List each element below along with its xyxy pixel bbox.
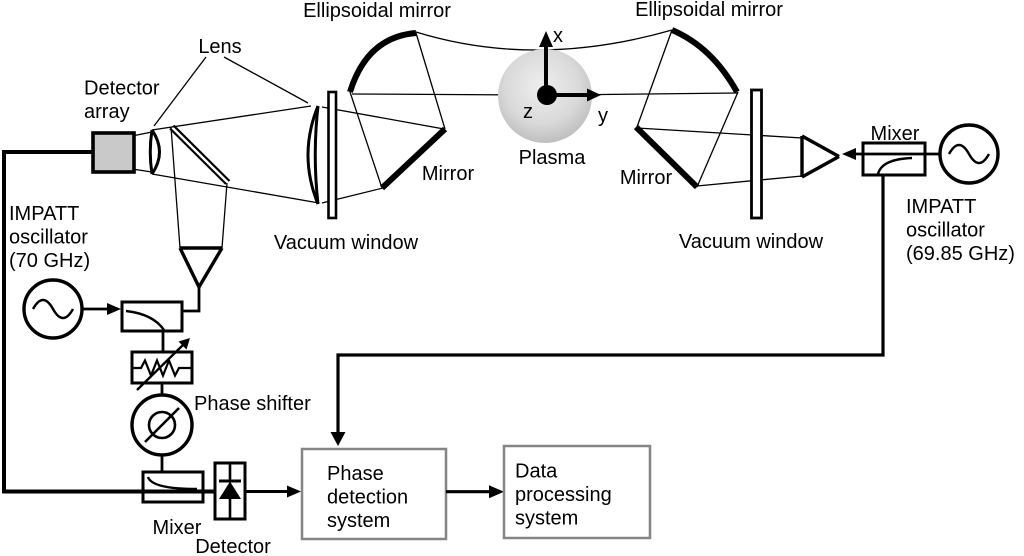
mixer-bottom-symbol <box>141 470 205 504</box>
y-axis-arrowhead <box>587 88 601 102</box>
label-vacuum-window-right: Vacuum window <box>679 231 824 253</box>
ellipsoidal-mirror-left <box>347 30 417 93</box>
label-ellipsoidal-mirror-right: Ellipsoidal mirror <box>635 0 783 21</box>
mixer-to-phase-detection-wire <box>330 175 885 446</box>
impatt-oscillator-right-symbol <box>938 123 1000 185</box>
directional-coupler-left <box>120 300 184 333</box>
resistor-zigzag-icon <box>132 357 192 379</box>
label-phase-detection-system: Phase detection system <box>327 463 414 532</box>
origin-dot <box>537 85 557 105</box>
diode-triangle-icon <box>219 481 241 499</box>
lo-reference-wire <box>2 150 215 494</box>
horn-antenna-left <box>178 246 224 288</box>
label-axis-y: y <box>598 105 608 127</box>
flat-mirror-right <box>633 124 700 190</box>
label-detector: Detector <box>195 536 271 556</box>
large-lens <box>306 105 320 205</box>
label-phase-shifter: Phase shifter <box>194 393 311 415</box>
small-lens <box>148 129 161 175</box>
ellipsoidal-mirror-right <box>670 27 740 94</box>
arrowhead <box>178 338 190 350</box>
label-mirror-left: Mirror <box>422 163 475 185</box>
label-data-processing-system: Data processing system <box>515 461 617 530</box>
x-axis-arrowhead <box>539 31 553 47</box>
label-impatt-right: IMPATT oscillator (69.85 GHz) <box>906 196 1015 265</box>
label-axis-z: z <box>523 101 533 123</box>
arrowhead <box>287 485 301 498</box>
label-impatt-left: IMPATT oscillator (70 GHz) <box>9 203 93 272</box>
detector-array-box <box>91 131 136 174</box>
arrowhead <box>107 303 121 315</box>
arrowhead <box>842 148 856 160</box>
horn-to-coupler-wire <box>182 287 201 313</box>
beam-path-lines <box>131 29 803 249</box>
impatt-oscillator-left-symbol <box>22 278 121 340</box>
label-mirror-right: Mirror <box>620 167 673 189</box>
vacuum-window-right <box>750 88 763 220</box>
data-processing-system-box <box>502 444 652 540</box>
label-ellipsoidal-mirror-left: Ellipsoidal mirror <box>303 0 451 22</box>
phi-circle-icon <box>147 410 177 440</box>
label-axis-x: x <box>553 25 563 47</box>
horn-antenna-right <box>800 134 840 179</box>
coordinate-axes <box>537 31 601 105</box>
label-mixer-top: Mixer <box>871 123 920 145</box>
variable-attenuator <box>130 331 194 395</box>
label-vacuum-window-left: Vacuum window <box>274 232 419 254</box>
flat-mirror-left <box>379 126 448 191</box>
arrowhead <box>489 485 504 499</box>
lens-pointer-lines <box>153 56 309 127</box>
label-mixer-bottom: Mixer <box>153 517 202 539</box>
phase-detection-system-box <box>300 447 448 541</box>
detector-diode-symbol <box>213 461 301 521</box>
vacuum-window-left <box>327 90 338 220</box>
sine-wave-icon <box>947 143 991 165</box>
phase-to-data-arrow <box>446 485 504 499</box>
label-plasma: Plasma <box>519 147 587 169</box>
arrowhead <box>330 432 346 446</box>
beam-splitter <box>169 124 231 185</box>
phase-shifter-symbol <box>130 393 194 472</box>
label-lens: Lens <box>198 36 241 58</box>
label-detector-array: Detector array <box>84 78 165 124</box>
sine-wave-icon <box>31 298 75 320</box>
mixer-top-symbol <box>842 141 940 177</box>
